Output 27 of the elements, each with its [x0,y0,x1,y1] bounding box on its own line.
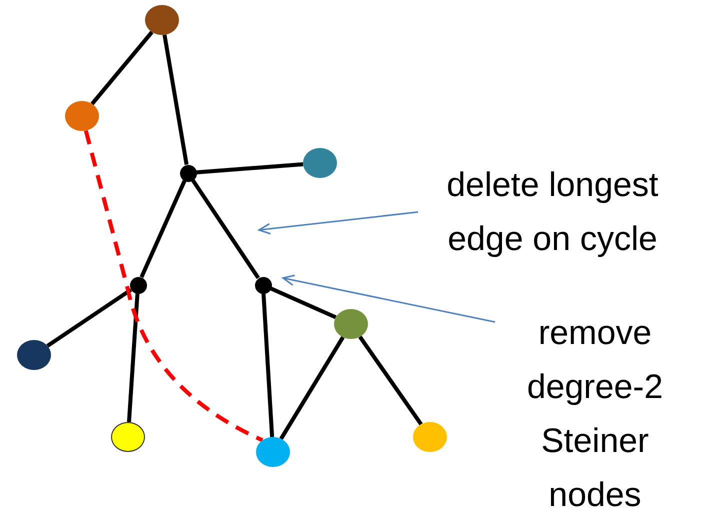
arrow [258,211,418,234]
edge-line [90,30,154,106]
graph-node [17,340,51,370]
graph-node [334,309,368,339]
junction-dot [180,164,196,182]
graph-node [303,148,337,178]
edge-line [191,178,260,280]
graph-node [111,422,145,452]
graph-node [65,101,99,131]
annotation-text: delete longest edge on cycle [446,165,660,260]
edge-line [84,130,264,442]
edge-line [262,293,274,438]
edge-line [270,286,337,320]
edge-line [196,162,304,174]
annotation-text: remove degree-2 Steiner nodes [526,313,664,516]
edge-line [162,34,189,165]
edge-line [126,293,140,422]
arrow [282,274,496,323]
edge-line [46,288,132,348]
graph-node [413,422,447,452]
junction-dot [254,276,272,294]
edge-line [358,336,423,426]
graph-node [145,5,179,35]
edge-line [279,336,345,440]
junction-dot [130,276,146,294]
edge-line [140,180,186,278]
graph-node [256,437,290,467]
